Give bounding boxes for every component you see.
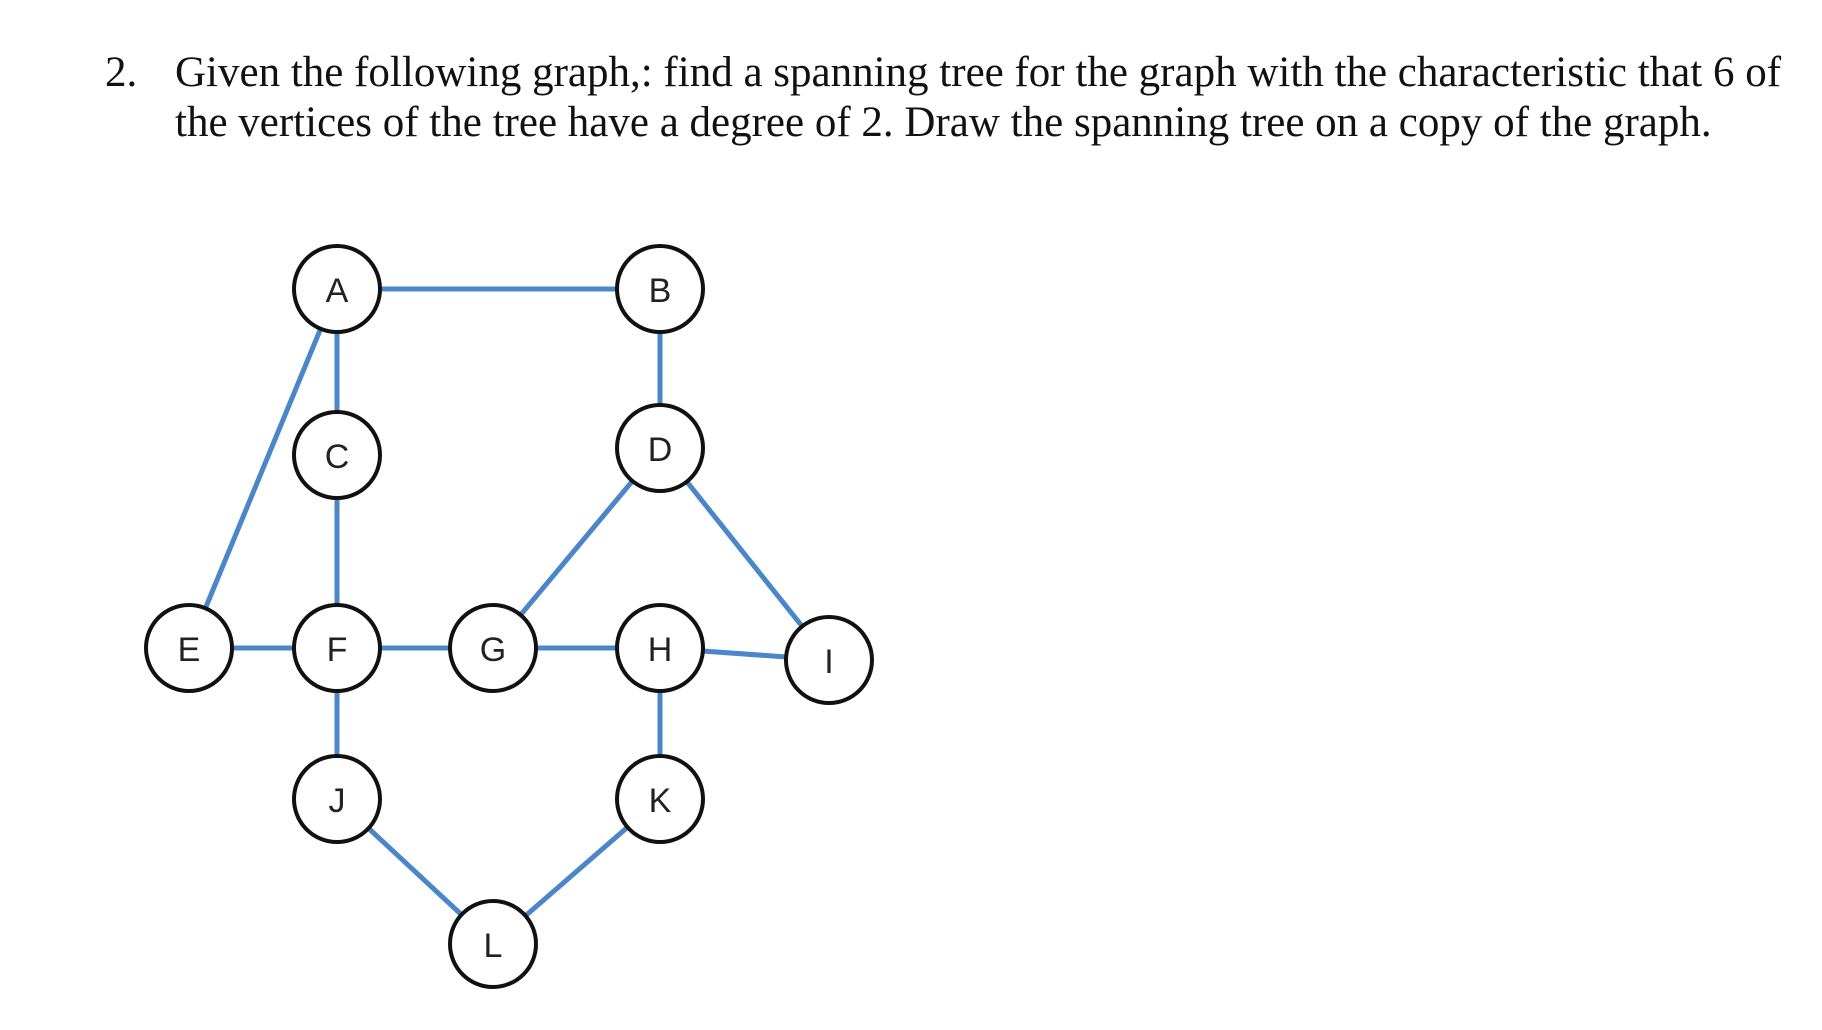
node-circle [292, 603, 382, 693]
question-text: 2. Given the following graph,: find a spa… [105, 48, 1805, 148]
node-l: L [448, 899, 538, 989]
node-label: I [824, 643, 833, 681]
question-line-1: 2. Given the following graph,: find a spa… [105, 48, 1805, 98]
node-i: I [784, 615, 874, 705]
node-label: F [327, 631, 348, 669]
node-circle [615, 403, 705, 493]
question-text-line-2: the vertices of the tree have a degree o… [175, 99, 1712, 146]
node-label: L [484, 927, 503, 965]
node-label: H [648, 631, 673, 669]
question-line-2: the vertices of the tree have a degree o… [105, 98, 1805, 148]
node-label: E [178, 631, 201, 669]
question-number: 2. [105, 49, 138, 96]
node-label: K [649, 782, 672, 820]
node-circle [292, 754, 382, 844]
node-d: D [615, 403, 705, 493]
node-circle [615, 603, 705, 693]
node-g: G [448, 603, 538, 693]
node-j: J [292, 754, 382, 844]
node-circle [292, 410, 382, 500]
node-a: A [292, 244, 382, 334]
node-k: K [615, 754, 705, 844]
question-text-line-1: Given the following graph,: find a spann… [175, 49, 1782, 96]
node-circle [448, 899, 538, 989]
node-h: H [615, 603, 705, 693]
node-circle [448, 603, 538, 693]
node-label: D [648, 431, 673, 469]
node-label: A [326, 272, 349, 310]
node-circle [615, 754, 705, 844]
edge-a-e [186, 288, 340, 649]
node-circle [784, 615, 874, 705]
node-label: J [329, 782, 346, 820]
node-circle [615, 244, 705, 334]
node-b: B [615, 244, 705, 334]
node-label: C [325, 438, 350, 476]
node-label: G [480, 631, 506, 669]
graph-nodes: A B C D E F G H I J K L [144, 244, 874, 989]
node-f: F [292, 603, 382, 693]
node-circle [292, 244, 382, 334]
node-c: C [292, 410, 382, 500]
node-label: B [649, 272, 672, 310]
edge-d-i [658, 446, 831, 662]
node-circle [144, 603, 234, 693]
node-e: E [144, 603, 234, 693]
